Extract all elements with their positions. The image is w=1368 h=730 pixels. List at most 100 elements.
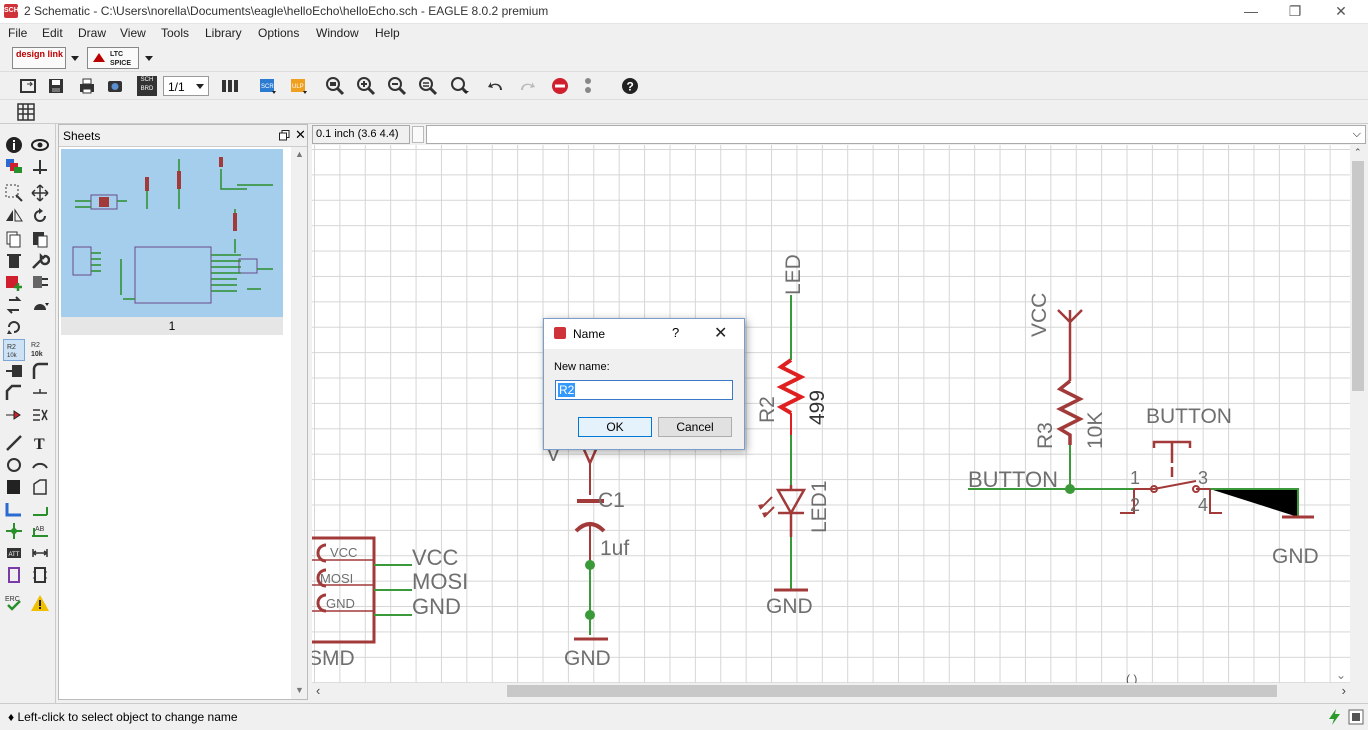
help-icon[interactable]: ?	[620, 76, 640, 96]
button-net-label[interactable]: BUTTON	[968, 467, 1058, 492]
scroll-right-icon[interactable]: ›	[1341, 683, 1346, 698]
ok-button[interactable]: OK	[578, 417, 652, 437]
zoom-select-icon[interactable]	[450, 76, 470, 96]
canvas-scroll-up-icon[interactable]: ⌃	[1354, 147, 1362, 157]
menu-draw[interactable]: Draw	[78, 26, 107, 40]
r2-name-label[interactable]: R2	[756, 396, 779, 423]
add-part-icon[interactable]	[4, 273, 24, 293]
info-icon[interactable]	[4, 135, 24, 155]
panel-close-icon[interactable]: ✕	[295, 127, 306, 142]
scroll-left-icon[interactable]: ‹	[316, 683, 321, 698]
command-line-input[interactable]: ⌵	[426, 125, 1366, 144]
sheet-list-icon[interactable]	[220, 76, 240, 96]
menu-tools[interactable]: Tools	[161, 26, 190, 40]
menu-view[interactable]: View	[120, 26, 146, 40]
undo-icon[interactable]	[486, 76, 506, 96]
command-history-chevron-icon[interactable]: ⌵	[1352, 128, 1361, 140]
move-icon[interactable]	[30, 183, 50, 203]
split-icon[interactable]	[4, 383, 24, 403]
dialog-help-button[interactable]: ?	[672, 325, 680, 340]
miter-icon[interactable]	[30, 361, 50, 381]
junction-icon[interactable]	[4, 521, 24, 541]
led-net-label[interactable]: LED	[782, 254, 805, 295]
mark-icon[interactable]	[30, 157, 50, 177]
line-icon[interactable]	[4, 433, 24, 453]
ulp-icon[interactable]: ULP	[289, 76, 309, 96]
ltspice-button[interactable]: LTC SPICE	[87, 47, 139, 69]
button-part-label[interactable]: BUTTON	[1146, 405, 1232, 428]
label-icon[interactable]: AB	[30, 521, 50, 541]
menu-library[interactable]: Library	[205, 26, 242, 40]
display-layers-icon[interactable]	[4, 157, 24, 177]
sch-brd-switch-button[interactable]: SCH BRD	[137, 76, 157, 96]
menu-file[interactable]: File	[8, 26, 28, 40]
canvas-horizontal-thumb[interactable]	[507, 685, 1277, 697]
warning-icon[interactable]	[30, 593, 50, 613]
group-icon[interactable]	[4, 183, 24, 203]
sheets-scrollbar[interactable]: ▲ ▼	[291, 147, 307, 699]
canvas-horizontal-scrollbar[interactable]: ‹ ›	[312, 683, 1350, 699]
net-label-vcc[interactable]: VCC	[412, 545, 459, 570]
copy-icon[interactable]	[4, 229, 24, 249]
paste-icon[interactable]	[30, 229, 50, 249]
replace-icon[interactable]	[4, 295, 24, 315]
capacitor-c1[interactable]	[574, 444, 606, 565]
open-icon[interactable]	[18, 76, 38, 96]
save-icon[interactable]	[46, 76, 66, 96]
menu-window[interactable]: Window	[316, 26, 359, 40]
zoom-out-icon[interactable]	[387, 76, 407, 96]
float-panel-icon[interactable]	[279, 130, 290, 141]
polygon-icon[interactable]	[30, 477, 50, 497]
schematic-canvas[interactable]: VCC MOSI GND SMD VCC MOSI GND V C1 1uf G…	[312, 145, 1350, 683]
cancel-button[interactable]: Cancel	[658, 417, 732, 437]
menu-options[interactable]: Options	[258, 26, 300, 40]
r3-value-label[interactable]: 10K	[1084, 412, 1107, 449]
attribute-icon[interactable]: ATT	[4, 543, 24, 563]
stop-command-icon[interactable]	[1348, 709, 1364, 725]
coordinate-toggle[interactable]	[412, 126, 424, 143]
rectangle-icon[interactable]	[4, 477, 24, 497]
designlink-dropdown-icon[interactable]	[71, 56, 79, 61]
invoke-icon[interactable]	[4, 317, 24, 337]
canvas-vertical-scrollbar[interactable]: ⌃	[1350, 145, 1366, 683]
text-icon[interactable]: T	[30, 433, 50, 453]
zoom-in-icon[interactable]	[356, 76, 376, 96]
net-label-gnd[interactable]: GND	[412, 594, 461, 619]
menu-help[interactable]: Help	[375, 26, 400, 40]
frame-icon[interactable]	[4, 565, 24, 585]
ltspice-dropdown-icon[interactable]	[145, 56, 153, 61]
print-icon[interactable]	[77, 76, 97, 96]
arc-icon[interactable]	[30, 455, 50, 475]
pinswap-icon[interactable]	[30, 273, 50, 293]
r3-name-label[interactable]: R3	[1034, 422, 1057, 449]
dialog-close-button[interactable]: ✕	[714, 325, 728, 342]
stop-icon[interactable]	[550, 76, 570, 96]
sheet-thumbnail[interactable]	[61, 149, 283, 317]
net-label-mosi[interactable]: MOSI	[412, 569, 468, 594]
gateswap-icon[interactable]	[30, 295, 50, 315]
redo-icon[interactable]	[517, 76, 537, 96]
close-button[interactable]: ✕	[1335, 3, 1347, 19]
go-icon[interactable]	[578, 76, 598, 96]
show-icon[interactable]	[30, 135, 50, 155]
align-icon[interactable]	[30, 405, 50, 425]
pushbutton-switch[interactable]	[1120, 440, 1222, 514]
resistor-r2[interactable]	[776, 358, 806, 435]
smash-icon[interactable]	[4, 361, 24, 381]
circle-icon[interactable]	[4, 455, 24, 475]
erc-icon[interactable]: ERC	[4, 593, 24, 613]
bus-icon[interactable]	[4, 499, 24, 519]
menu-edit[interactable]: Edit	[42, 26, 63, 40]
r2-value-label[interactable]: 499	[806, 390, 829, 425]
dimension-icon[interactable]	[30, 543, 50, 563]
script-icon[interactable]: SCR	[258, 76, 278, 96]
led-led1[interactable]	[758, 485, 807, 537]
zoom-previous-icon[interactable]	[418, 76, 438, 96]
minimize-button[interactable]: —	[1244, 3, 1258, 19]
delete-icon[interactable]	[4, 251, 24, 271]
grid-icon[interactable]	[16, 102, 36, 122]
optimize-icon[interactable]	[30, 383, 50, 403]
zoom-fit-icon[interactable]	[325, 76, 345, 96]
cam-processor-icon[interactable]	[105, 76, 125, 96]
